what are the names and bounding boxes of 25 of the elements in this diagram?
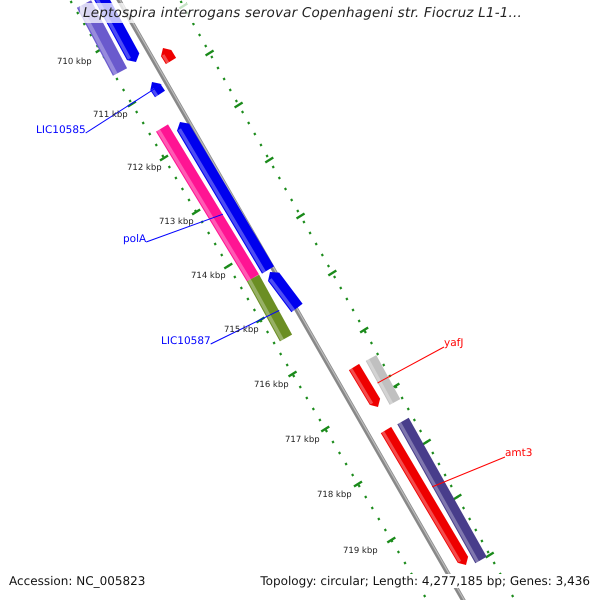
leader-line [210,310,280,344]
leader-line [146,214,224,242]
gene-label: amt3 [505,447,532,459]
gene-label: LIC10585 [36,124,86,136]
tick-label: 717 kbp [285,435,320,445]
tick-label: 711 kbp [93,110,128,120]
leader-line [85,84,162,134]
gene-bar [366,355,400,405]
tick-label: 710 kbp [57,57,92,67]
gene-label: yafJ [444,337,464,349]
footer-text: Topology: circular; Length: 4,277,185 bp; Genes: 3,436 [260,574,590,588]
tick-label: 712 kbp [127,163,162,173]
tick-label: 713 kbp [159,217,194,227]
tick-label: 714 kbp [191,271,226,281]
tick-label: 715 kbp [224,325,259,335]
tick-label: 718 kbp [317,490,352,500]
gene-bar [150,82,165,98]
footer-text: Accession: NC_005823 [9,574,146,588]
tick-label: 719 kbp [343,546,378,556]
tick-label: 716 kbp [254,380,289,390]
gene-label: polA [123,233,146,245]
gene-bar [397,418,487,564]
leader-line [376,346,444,384]
leader-line [432,456,506,488]
gene-label: LIC10587 [161,335,211,347]
